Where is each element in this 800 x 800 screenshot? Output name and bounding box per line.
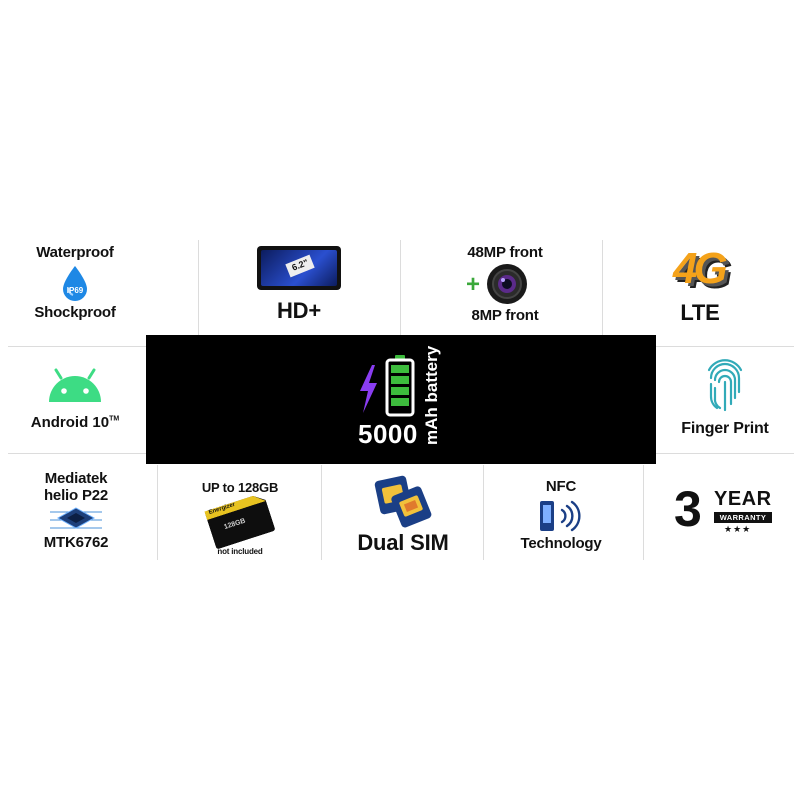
divider [483, 465, 484, 560]
storage-label: UP to 128GB [201, 480, 279, 495]
divider [656, 453, 794, 454]
divider [8, 453, 146, 454]
chip-brand-label: Mediatek [44, 470, 108, 487]
back-camera-label: 8MP front [471, 307, 539, 324]
chip-series-label: helio P22 [43, 487, 109, 504]
phone-screen-icon: 6.2" [257, 246, 341, 290]
divider [400, 240, 401, 335]
shockproof-label: Shockproof [34, 304, 116, 321]
android-label: Android 10 [30, 414, 110, 431]
warranty-word: WARRANTY [714, 512, 772, 523]
processor-feature: Mediatek helio P22 MTK6762 [16, 470, 136, 551]
not-included-label: not included [217, 547, 263, 556]
sim-cards-icon [371, 472, 435, 528]
battery-banner: mAh battery 5000 [146, 335, 656, 464]
battery-unit-label: mAh battery [422, 345, 441, 445]
warranty-year: YEAR [714, 488, 772, 510]
hd-label: HD+ [276, 298, 322, 323]
camera-feature: 48MP front + 8MP front [430, 244, 580, 324]
warranty-number: 3 [674, 481, 702, 537]
camera-lens-icon [486, 263, 528, 305]
4g-logo-icon: 4G [673, 244, 728, 293]
divider [321, 465, 322, 560]
trademark: TM [109, 415, 120, 423]
nfc-feature: NFC Technology [498, 478, 624, 552]
display-feature: 6.2" HD+ [220, 246, 378, 324]
fingerprint-label: Finger Print [681, 420, 769, 437]
nfc-technology-label: Technology [520, 535, 602, 552]
ip-badge: IP69 [66, 286, 84, 295]
divider [157, 465, 158, 560]
fingerprint-icon [705, 358, 745, 414]
front-camera-label: 48MP front [467, 244, 543, 261]
fingerprint-feature: Finger Print [670, 358, 780, 438]
storage-feature: UP to 128GB Energizer 128GB not included [170, 480, 310, 556]
sd-card-icon: Energizer 128GB [204, 492, 275, 549]
nfc-label: NFC [545, 478, 577, 495]
divider [198, 240, 199, 335]
divider [602, 240, 603, 335]
dual-sim-feature: Dual SIM [340, 472, 466, 556]
warranty-feature: 3 YEAR WARRANTY ★★★ [674, 481, 784, 537]
divider [8, 346, 146, 347]
water-drop-icon: IP69 [60, 264, 90, 302]
chip-icon [48, 506, 104, 534]
waterproof-feature: Waterproof IP69 Shockproof [10, 244, 140, 321]
lightning-bolt-icon [358, 365, 378, 413]
divider [643, 465, 644, 560]
lte-feature: 4G LTE [640, 244, 760, 326]
battery-icon [385, 355, 415, 417]
divider [656, 346, 794, 347]
chip-model-label: MTK6762 [43, 534, 109, 551]
nfc-icon [536, 499, 586, 533]
android-feature: Android 10TM [10, 368, 140, 432]
android-robot-icon [45, 368, 105, 404]
warranty-stars: ★★★ [724, 524, 752, 534]
plus-icon: + [466, 271, 481, 298]
lte-label: LTE [680, 300, 720, 325]
dual-sim-label: Dual SIM [357, 530, 449, 555]
battery-capacity: 5000 [358, 419, 418, 449]
waterproof-label: Waterproof [36, 244, 114, 261]
